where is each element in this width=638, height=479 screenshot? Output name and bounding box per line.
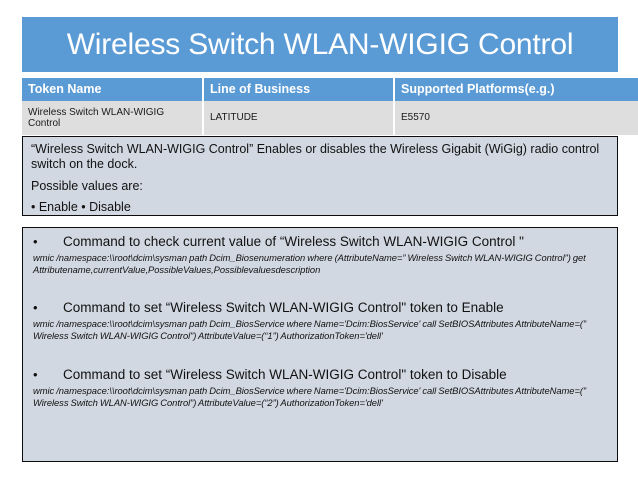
command-heading-text: Command to set “Wireless Switch WLAN-WIG… (63, 366, 507, 382)
command-heading-set-disable: • Command to set “Wireless Switch WLAN-W… (31, 367, 609, 383)
table-body: Wireless Switch WLAN-WIGIG Control LATIT… (22, 101, 638, 135)
command-code-set-disable: wmic /namespace:\\root\dcim\sysman path … (33, 384, 587, 408)
command-block-check-value: • Command to check current value of “Wir… (31, 234, 609, 276)
spacer (31, 289, 609, 300)
possible-values-list: • Enable • Disable (31, 200, 131, 215)
column-header-line-of-business: Line of Business (203, 78, 395, 101)
column-header-token-name: Token Name (22, 78, 204, 101)
possible-values-label: Possible values are: (31, 178, 143, 193)
table-header-row: Token Name Line of Business Supported Pl… (22, 78, 638, 101)
bullet-icon: • (33, 300, 38, 316)
description-panel: “Wireless Switch WLAN-WIGIG Control” Ena… (22, 136, 618, 216)
column-header-supported-platforms: Supported Platforms(e.g.) (394, 78, 638, 101)
command-heading-text: Command to set “Wireless Switch WLAN-WIG… (63, 300, 504, 316)
cell-supported-platforms: E5570 (394, 101, 638, 135)
command-heading-set-enable: • Command to set “Wireless Switch WLAN-W… (31, 300, 609, 316)
command-code-set-enable: wmic /namespace:\\root\dcim\sysman path … (33, 318, 587, 342)
cell-line-of-business: LATITUDE (203, 101, 395, 135)
token-spec-table: Token Name Line of Business Supported Pl… (22, 78, 638, 135)
bullet-icon: • (33, 366, 38, 382)
command-block-set-enable: • Command to set “Wireless Switch WLAN-W… (31, 300, 609, 342)
command-block-set-disable: • Command to set “Wireless Switch WLAN-W… (31, 367, 609, 409)
command-heading-text: Command to check current value of “Wirel… (63, 234, 524, 249)
page-title: Wireless Switch WLAN-WIGIG Control (66, 27, 574, 61)
command-heading-check-value: • Command to check current value of “Wir… (31, 234, 609, 250)
table-row: Wireless Switch WLAN-WIGIG Control LATIT… (22, 101, 638, 135)
cell-token-name: Wireless Switch WLAN-WIGIG Control (22, 101, 204, 135)
page-title-banner: Wireless Switch WLAN-WIGIG Control (22, 17, 618, 72)
command-code-check-value: wmic /namespace:\\root\dcim\sysman path … (33, 252, 586, 276)
spacer (31, 356, 609, 367)
commands-panel: • Command to check current value of “Wir… (22, 227, 618, 462)
bullet-icon: • (33, 234, 38, 249)
description-text: “Wireless Switch WLAN-WIGIG Control” Ena… (31, 142, 600, 171)
